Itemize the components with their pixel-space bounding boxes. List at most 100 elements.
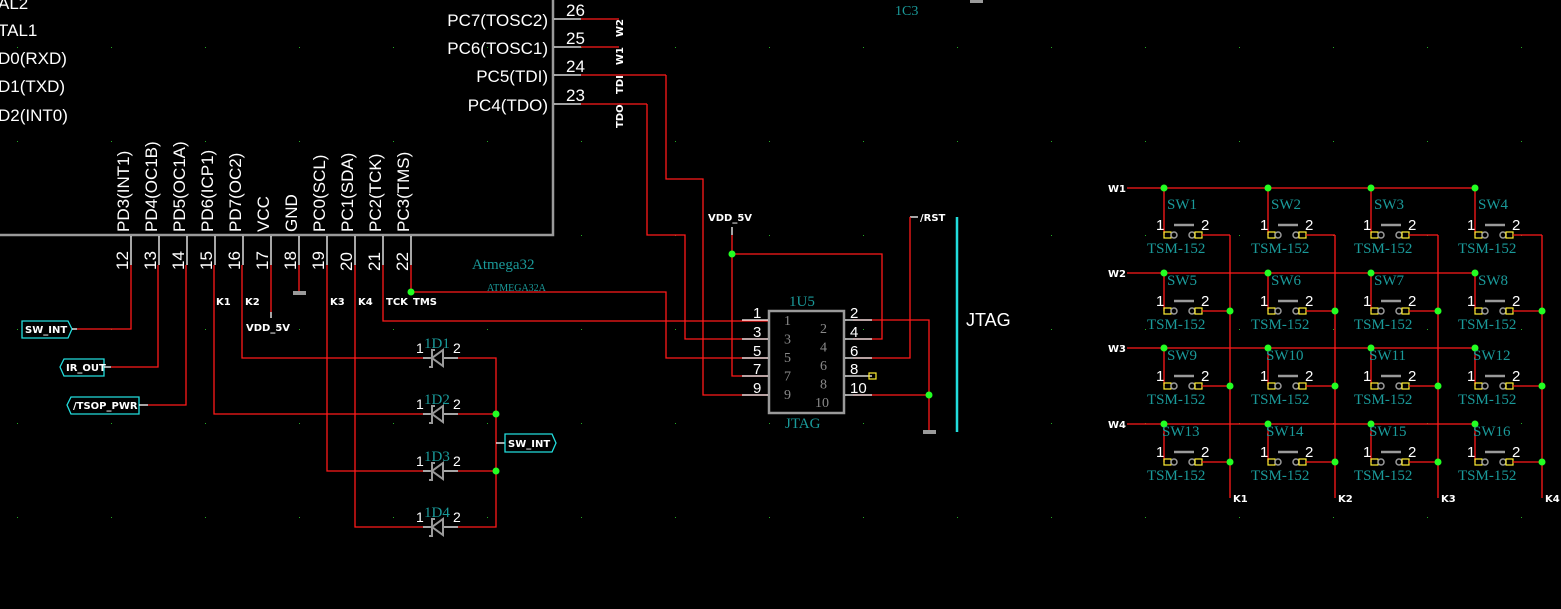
grid-dot [393, 517, 394, 518]
pin-name: PC3(TMS) [394, 152, 413, 232]
switch-pin2: 2 [1512, 368, 1520, 385]
pin-name: PD7(OC2) [226, 153, 245, 232]
switch-contact-icon [1377, 382, 1385, 390]
switch-pin2: 2 [1305, 217, 1313, 234]
pin-name: VCC [254, 196, 273, 232]
junction-dot [1160, 420, 1168, 428]
port-sw-int-left[interactable]: SW_INT [21, 320, 73, 339]
grid-dot [205, 517, 206, 518]
pin-name: PD6(ICP1) [198, 150, 217, 232]
switch-part: TSM-152 [1458, 392, 1516, 408]
switch-pin2: 2 [1201, 368, 1209, 385]
switch-pin2: 2 [1305, 368, 1313, 385]
switch-ref: SW1 [1167, 197, 1197, 213]
mcu-left-pin-label: AL2 [0, 0, 28, 13]
switch-pin2: 2 [1512, 217, 1520, 234]
jtag-inner-left: 5 [784, 351, 791, 366]
grid-dot [299, 141, 300, 142]
pin-number: 14 [169, 251, 188, 270]
ground-symbol [293, 291, 306, 295]
row-net-label: W1 [1108, 184, 1126, 195]
jtag-pin-right: 8 [850, 361, 858, 378]
jtag-value: JTAG [785, 416, 821, 432]
switch-part: TSM-152 [1251, 241, 1309, 257]
grid-dot [957, 141, 958, 142]
mcu-left-pin-label: D0(RXD) [0, 49, 67, 68]
switch-pin2: 2 [1305, 293, 1313, 310]
junction-dot [407, 288, 415, 296]
port-label: SW_INT [25, 325, 67, 336]
switch-pin2: 2 [1408, 444, 1416, 461]
switch-pin2: 2 [1408, 217, 1416, 234]
grid-dot [1051, 235, 1052, 236]
port-tsop-pwr[interactable]: /TSOP_PWR [66, 396, 140, 415]
switch-pin1: 1 [1363, 293, 1371, 310]
junction-dot [1226, 307, 1234, 315]
grid-dot [17, 141, 18, 142]
mcu-right-pins: PC7(TOSC2) PC6(TOSC1) PC5(TDI) PC4(TDO) … [447, 1, 666, 128]
pin-number: 20 [337, 252, 356, 271]
grid-dot [111, 423, 112, 424]
pin-number: 17 [253, 251, 272, 270]
grid-dot [581, 423, 582, 424]
junction-dot [1367, 269, 1375, 277]
net-label-k1: K1 [216, 297, 231, 308]
switch-contact-icon [1274, 307, 1282, 315]
grid-dot [769, 141, 770, 142]
switch-pin1: 1 [1467, 444, 1475, 461]
grid-dot [1145, 235, 1146, 236]
switch-part: TSM-152 [1251, 392, 1309, 408]
grid-dot [1521, 517, 1522, 518]
pin-number: 22 [393, 252, 412, 271]
port-sw-int-right[interactable]: SW_INT [504, 433, 557, 453]
grid-dot [487, 47, 488, 48]
grid-dot [1239, 141, 1240, 142]
jtag-section-title: JTAG [966, 310, 1011, 330]
pin-name: PC2(TCK) [366, 154, 385, 232]
switch-pin1: 1 [1260, 293, 1268, 310]
pin-name: GND [282, 194, 301, 232]
junction-dot [925, 391, 933, 399]
switch-ref: SW8 [1478, 273, 1508, 289]
grid-dot [1145, 329, 1146, 330]
jtag-pin-left: 1 [753, 305, 761, 322]
col-net-label: K2 [1338, 494, 1353, 505]
grid-dot [299, 423, 300, 424]
mcu-atmega32[interactable]: AL2 TAL1 D0(RXD) D1(TXD) D2(INT0) PC7(TO… [0, 0, 666, 294]
net-label-w2: W2 [615, 19, 626, 37]
diode-pin1: 1 [416, 509, 424, 525]
port-ir-out[interactable]: IR_OUT [59, 358, 106, 377]
diode-ref: 1D4 [424, 505, 450, 521]
port-label: IR_OUT [66, 363, 106, 374]
switch-contact-icon [1274, 458, 1282, 466]
switch-ref: SW5 [1167, 273, 1197, 289]
grid-dot [299, 47, 300, 48]
jtag-ref: 1U5 [789, 294, 815, 310]
switch-ref: SW11 [1369, 348, 1406, 364]
junction-dot [1434, 307, 1442, 315]
